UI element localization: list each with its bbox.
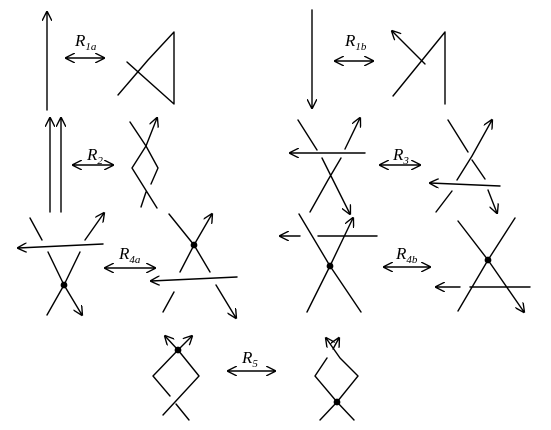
move-r4b-label: R4b [384, 244, 430, 267]
move-r1b-label: R1b [335, 31, 373, 61]
move-r1a-label: R1a [66, 31, 104, 58]
move-r3-right-diagram [430, 120, 501, 213]
svg-text:R5: R5 [241, 348, 258, 370]
move-r4a-right-diagram [151, 214, 238, 318]
move-r4a-left-diagram [18, 213, 104, 315]
move-r4b-left-diagram [280, 213, 378, 313]
move-r4b-right-diagram [436, 217, 531, 312]
move-r5-label: R5 [228, 348, 275, 371]
move-r3-label: R3 [380, 145, 420, 167]
move-r4a-label: R4a [105, 244, 155, 268]
move-r1a-right-diagram [117, 31, 175, 105]
svg-text:R1b: R1b [344, 31, 367, 53]
svg-text:R2: R2 [86, 145, 103, 167]
svg-text:R4b: R4b [395, 244, 418, 266]
svg-text:R4a: R4a [118, 244, 141, 266]
move-r2-right-diagram [129, 118, 158, 209]
move-r5-left-diagram [152, 336, 200, 421]
move-r2-left-diagram [50, 118, 61, 213]
move-r5-right-diagram [314, 338, 359, 421]
move-r3-left-diagram [290, 118, 366, 214]
svg-text:R1a: R1a [74, 31, 97, 53]
move-r1b-right-diagram [392, 31, 446, 105]
move-r2-label: R2 [73, 145, 113, 167]
svg-text:R3: R3 [392, 145, 409, 167]
